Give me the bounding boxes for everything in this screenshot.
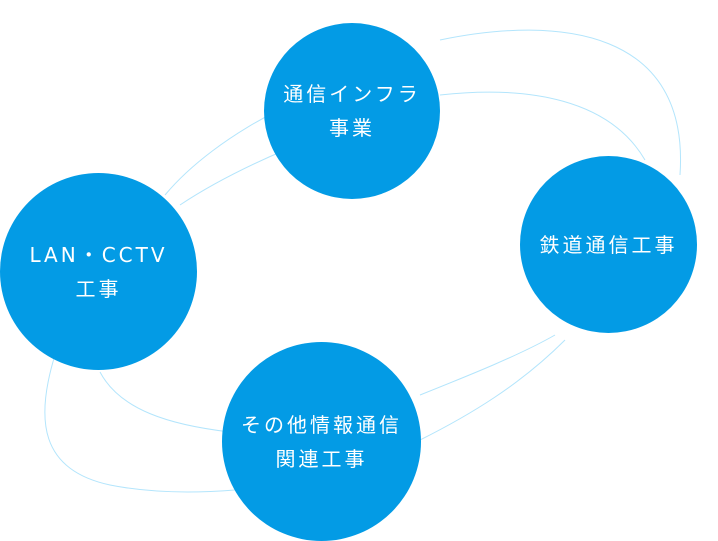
connector-infra-rail-inner [439,91,646,161]
connector-rail-other-outer [419,334,556,396]
connector-rail-other-inner [419,339,566,441]
node-railway-communication-label: 鉄道通信工事 [539,232,678,257]
connector-lan-other-outer [44,354,236,493]
node-lan-cctv-label: LAN・CCTV 工事 [29,242,168,301]
connector-lan-other-inner [99,371,231,433]
node-lan-cctv: LAN・CCTV 工事 [0,173,197,370]
node-railway-communication: 鉄道通信工事 [520,156,697,333]
connector-lan-infra-outer [164,111,276,196]
node-other-ict: その他情報通信 関連工事 [222,342,421,541]
node-telecom-infrastructure: 通信インフラ 事業 [264,23,440,199]
connector-infra-rail-outer [439,29,681,176]
node-telecom-infrastructure-label: 通信インフラ 事業 [283,82,421,140]
node-other-ict-label: その他情報通信 関連工事 [241,412,402,471]
connector-lan-infra-inner [179,149,286,206]
